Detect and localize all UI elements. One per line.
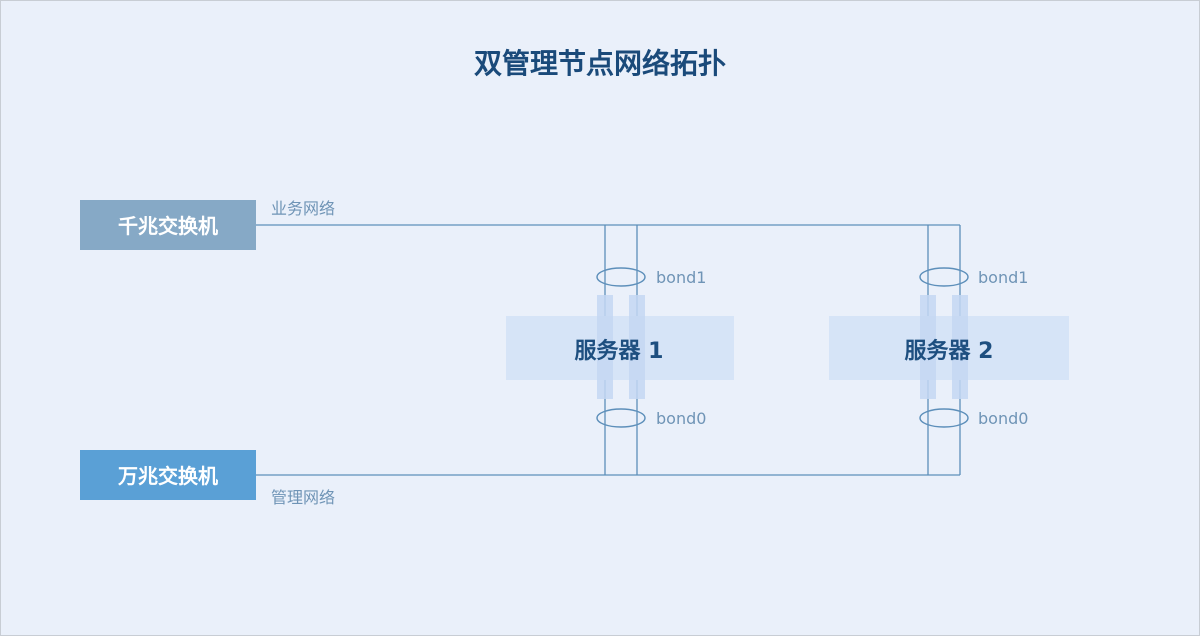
server-2-label: 服务器 2	[905, 339, 994, 364]
ten-gigabit-switch-box	[80, 450, 256, 500]
server-2-port-right	[952, 295, 968, 399]
gigabit-switch-box	[80, 200, 256, 250]
server-2-bond1-ring	[919, 267, 969, 287]
gigabit-switch: 千兆交换机	[80, 200, 256, 250]
gigabit-switch-label: 千兆交换机	[118, 214, 218, 238]
server-1-port-left	[597, 295, 613, 399]
server-2-port-left	[920, 295, 936, 399]
business-network-label: 业务网络	[271, 199, 335, 218]
server-1-label: 服务器 1	[575, 339, 664, 364]
server-1-bond1-label: bond1	[656, 268, 706, 287]
ten-gigabit-switch-label: 万兆交换机	[117, 464, 218, 488]
ten-gigabit-switch: 万兆交换机	[80, 450, 256, 500]
server-2-bond1-label: bond1	[978, 268, 1028, 287]
server-1-bond0-ring	[596, 408, 646, 428]
server-2-box	[829, 316, 1069, 380]
server-1-bond1-ring	[596, 267, 646, 287]
management-network-label: 管理网络	[271, 488, 335, 507]
server-1-bond0-label: bond0	[656, 409, 706, 428]
server-1-port-right	[629, 295, 645, 399]
server-1-box	[506, 316, 734, 380]
server-1: 服务器 1 bond1 bond0	[506, 267, 734, 428]
server-2-bond0-ring	[919, 408, 969, 428]
server-2-bond0-label: bond0	[978, 409, 1028, 428]
server-2: 服务器 2 bond1 bond0	[829, 267, 1069, 428]
diagram-title: 双管理节点网络拓扑	[474, 47, 726, 80]
